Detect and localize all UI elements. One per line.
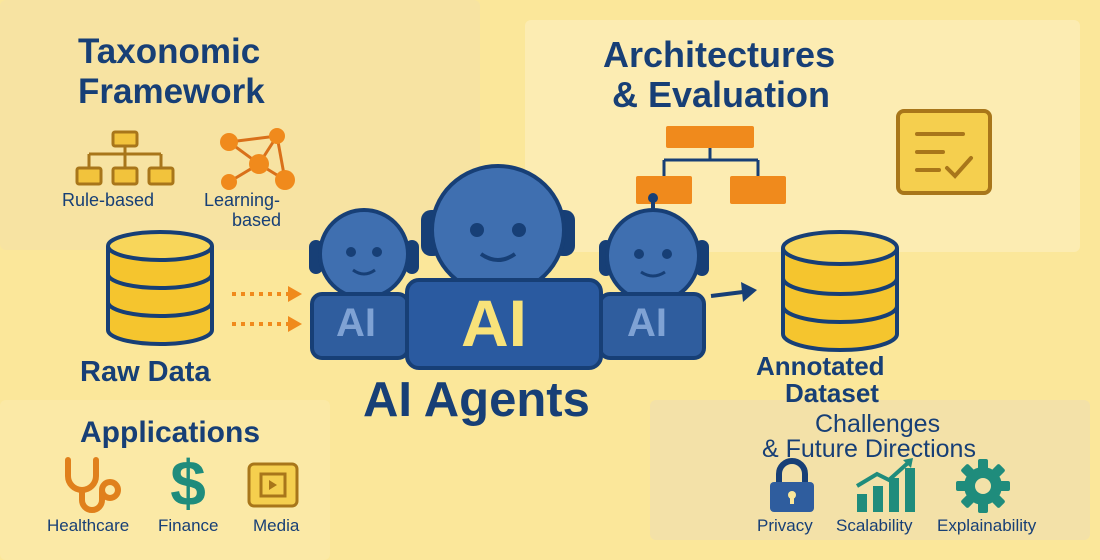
healthcare-label: Healthcare bbox=[47, 516, 130, 535]
svg-text:$: $ bbox=[170, 447, 206, 519]
ai-badge-right-text: AI bbox=[627, 301, 667, 345]
ai-agents-robots-illustration bbox=[309, 164, 757, 304]
privacy-label: Privacy bbox=[757, 516, 813, 535]
taxonomy-title-line2: Framework bbox=[78, 72, 265, 111]
rule-based-label: Rule-based bbox=[62, 190, 155, 210]
ai-badge-left-text: AI bbox=[336, 301, 376, 345]
architectures-title-line2: & Evaluation bbox=[612, 74, 831, 115]
learning-based-network-icon bbox=[220, 128, 295, 190]
applications-title: Applications bbox=[80, 416, 261, 449]
ai-badge-center-text: AI bbox=[461, 286, 527, 360]
raw-data-database-icon bbox=[106, 230, 214, 346]
learning-based-label-line2: based bbox=[232, 210, 282, 230]
ai-badge-center bbox=[405, 278, 603, 370]
scalability-label: Scalability bbox=[836, 516, 913, 535]
raw-data-label: Raw Data bbox=[80, 356, 211, 388]
learning-based-label-line1: Learning- bbox=[204, 190, 281, 210]
privacy-lock-icon bbox=[770, 458, 814, 512]
finance-dollar-icon: $ bbox=[170, 447, 206, 519]
scalability-growth-chart-icon bbox=[855, 458, 915, 512]
media-label: Media bbox=[253, 516, 300, 535]
right-robot-icon bbox=[599, 193, 709, 304]
finance-label: Finance bbox=[158, 516, 219, 535]
taxonomy-panel bbox=[0, 0, 480, 250]
challenges-title-line1: Challenges bbox=[815, 410, 941, 438]
healthcare-stethoscope-icon bbox=[65, 457, 121, 513]
explainability-label: Explainability bbox=[937, 516, 1037, 535]
left-robot-icon bbox=[309, 208, 419, 300]
media-chip-icon bbox=[247, 462, 299, 508]
explainability-gear-icon bbox=[956, 459, 1010, 513]
ai-badge-right bbox=[598, 292, 706, 360]
architecture-flowchart-icon bbox=[636, 126, 786, 204]
data-flow-arrows bbox=[232, 286, 302, 332]
rule-based-hierarchy-icon bbox=[75, 130, 175, 186]
taxonomy-title-line1: Taxonomic bbox=[78, 32, 261, 71]
center-robot-icon bbox=[421, 164, 575, 296]
annotated-dataset-database-icon bbox=[781, 230, 899, 352]
challenges-title-line2: & Future Directions bbox=[762, 435, 976, 463]
annotated-dataset-label-line1: Annotated bbox=[756, 351, 885, 381]
ai-agents-title: AI Agents bbox=[363, 373, 590, 427]
evaluation-checklist-icon bbox=[896, 109, 992, 195]
challenges-panel bbox=[650, 400, 1090, 540]
annotated-dataset-label-line2: Dataset bbox=[785, 378, 879, 408]
architectures-title-line1: Architectures bbox=[603, 34, 836, 75]
